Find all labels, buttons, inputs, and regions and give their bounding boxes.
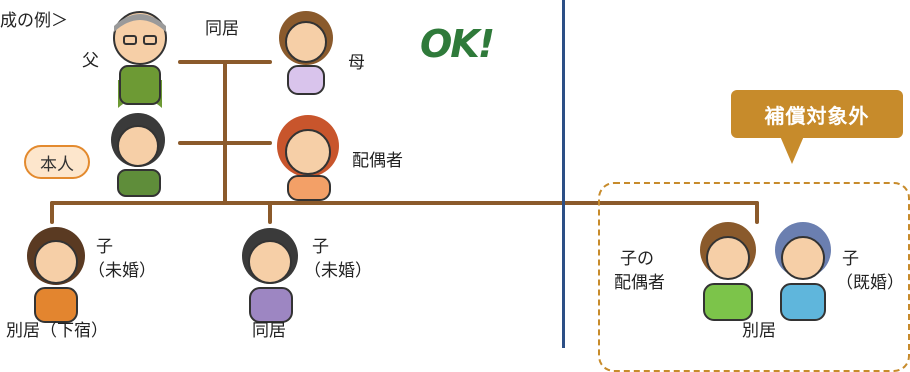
label-child1-line1: 子 xyxy=(96,237,113,257)
mother-figure xyxy=(279,11,333,95)
spouse-figure xyxy=(277,115,339,201)
label-child2-line1: 子 xyxy=(312,237,329,257)
label-child1-line2: （未婚） xyxy=(88,261,156,281)
label-spouse: 配偶者 xyxy=(352,151,403,171)
section-divider xyxy=(562,0,565,348)
ok-mark: OK! xyxy=(420,22,495,66)
honnin-badge: 本人 xyxy=(24,145,90,179)
not-covered-callout: 補償対象外 xyxy=(731,90,903,138)
status-cohabit: 同居 xyxy=(252,321,286,341)
label-child3-line2: （既婚） xyxy=(836,273,904,293)
callout-pointer xyxy=(780,136,804,164)
family-tree-lines xyxy=(27,11,831,323)
father-figure xyxy=(113,11,167,108)
heading-fragment: 成の例＞ xyxy=(0,11,68,31)
label-child3-line1: 子 xyxy=(842,249,859,269)
child3-figure xyxy=(775,222,831,321)
child1-figure xyxy=(27,227,85,323)
label-mother: 母 xyxy=(348,53,365,73)
label-child-spouse-line1: 子の xyxy=(620,249,654,269)
child-spouse-figure xyxy=(700,222,756,321)
self-figure xyxy=(111,113,165,197)
label-child2-line2: （未婚） xyxy=(304,261,372,281)
label-father: 父 xyxy=(82,51,99,71)
child2-figure xyxy=(242,228,298,323)
status-separate-lodging: 別居（下宿） xyxy=(6,321,108,341)
label-child-spouse-line2: 配偶者 xyxy=(614,273,665,293)
label-cohabit-top: 同居 xyxy=(205,19,239,39)
status-separate: 別居 xyxy=(742,321,776,341)
excluded-group-box xyxy=(598,182,910,372)
